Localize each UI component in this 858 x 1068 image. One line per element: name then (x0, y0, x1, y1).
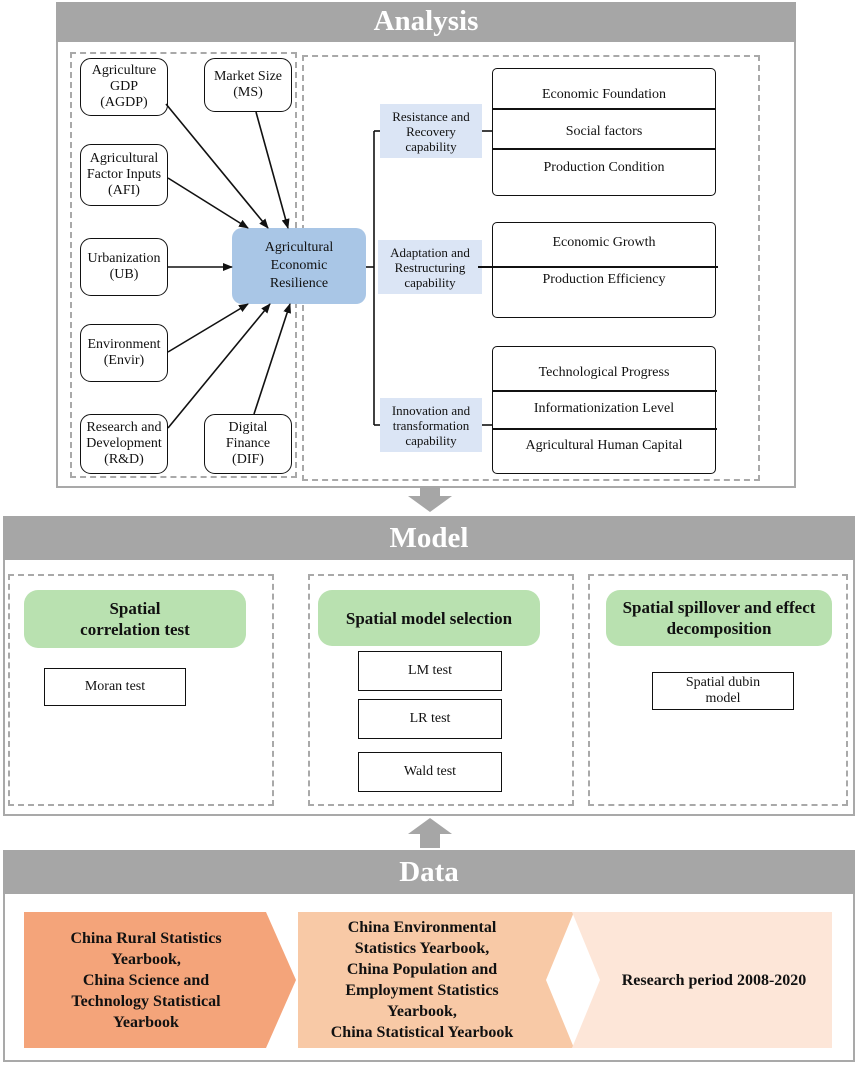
factor-environment: Environment (Envir) (80, 324, 168, 382)
test-wald: Wald test (358, 752, 502, 792)
indicator-box-adaptation (492, 222, 716, 318)
divider (493, 390, 717, 392)
factor-afi: Agricultural Factor Inputs (AFI) (80, 144, 168, 206)
model-header: Model (3, 516, 855, 560)
test-lr: LR test (358, 699, 502, 739)
test-moran: Moran test (44, 668, 186, 706)
arrow-rnd (167, 303, 271, 429)
capability-adaptation: Adaptation and Restructuring capability (378, 240, 482, 294)
indicator-production-condition: Production Condition (543, 160, 665, 175)
data-header: Data (3, 850, 855, 894)
indicator-agricultural-human-capital: Agricultural Human Capital (525, 438, 683, 453)
chevron-shape-2 (298, 912, 574, 1048)
arrow-envir (167, 303, 249, 353)
model-step-correlation (8, 574, 274, 806)
factor-urbanization: Urbanization (UB) (80, 238, 168, 296)
data-source-2: China Environmental Statistics Yearbook,… (330, 919, 514, 1041)
divider (493, 108, 715, 110)
indicator-production-efficiency: Production Efficiency (542, 272, 666, 287)
arrow-agdp (165, 103, 269, 229)
capability-resistance: Resistance and Recovery capability (380, 104, 482, 158)
factor-market-size: Market Size (MS) (204, 58, 292, 112)
chevron-shape-1 (24, 912, 296, 1048)
arrow-analysis-to-model (408, 486, 452, 512)
arrow-dif (253, 303, 292, 415)
test-spatial-dubin: Spatial dubin model (652, 672, 794, 710)
factor-rnd: Research and Development (R&D) (80, 414, 168, 474)
pill-spatial-model-selection: Spatial model selection (318, 590, 540, 646)
indicator-technological-progress: Technological Progress (538, 365, 670, 380)
pill-spatial-spillover: Spatial spillover and effect decompositi… (606, 590, 832, 646)
model-step-spillover (588, 574, 848, 806)
indicator-social-factors: Social factors (565, 124, 643, 139)
indicator-economic-foundation: Economic Foundation (541, 87, 667, 102)
divider (493, 428, 717, 430)
indicator-economic-growth: Economic Growth (552, 235, 656, 250)
model-step-selection (308, 574, 574, 806)
capability-innovation: Innovation and transformation capability (380, 398, 482, 452)
divider (478, 266, 718, 268)
arrow-afi (167, 177, 249, 229)
indicator-box-resistance (492, 68, 716, 196)
data-source-3: Research period 2008-2020 (621, 971, 807, 989)
factor-agdp: Agriculture GDP (AGDP) (80, 58, 168, 116)
test-lm: LM test (358, 651, 502, 691)
data-source-1: China Rural Statistics Yearbook, China S… (70, 929, 222, 1031)
pill-spatial-correlation-test: Spatial correlation test (24, 590, 246, 648)
indicator-informationization-level: Informationization Level (533, 401, 675, 416)
factor-digital-finance: Digital Finance (DIF) (204, 414, 292, 474)
arrow-ms (255, 111, 290, 229)
chevron-shape-3 (572, 912, 832, 1048)
core-agricultural-economic-resilience: Agricultural Economic Resilience (232, 228, 366, 304)
indicator-box-innovation (492, 346, 716, 474)
arrow-data-to-model (408, 818, 452, 848)
analysis-header: Analysis (56, 2, 796, 42)
divider (493, 148, 715, 150)
